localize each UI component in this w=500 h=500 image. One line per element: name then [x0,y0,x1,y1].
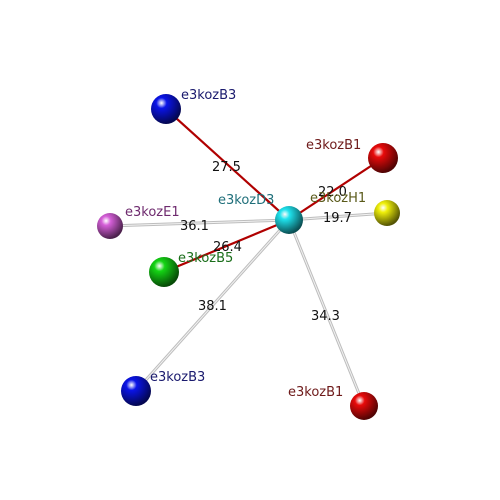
atoms-layer [97,94,400,420]
distance-label-b5: 26.4 [213,240,242,255]
atom-label-center: e3kozD3 [218,193,274,208]
atom-e1 [97,213,123,239]
atom-b3-bot [121,376,151,406]
bonds-layer [109,108,388,407]
atom-b1-top [368,143,398,173]
distance-label-b1-top: 22.0 [318,185,347,200]
distance-label-b1-bot: 34.3 [311,309,340,324]
bond-b3-bot [134,218,291,393]
atom-label-e1: e3kozE1 [125,205,180,220]
atom-label-b3-top: e3kozB3 [181,88,236,103]
distance-label-e1: 36.1 [180,219,209,234]
bond-b5 [163,218,290,274]
distance-label-h1: 19.7 [323,211,352,226]
atom-label-b1-top: e3kozB1 [306,138,361,153]
atom-label-b1-bot: e3kozB1 [288,385,343,400]
atom-h1 [374,200,400,226]
atom-label-b5: e3kozB5 [178,251,233,266]
bond-e1 [109,218,290,228]
bond-b1-top [288,157,384,221]
bond-h1 [288,211,388,222]
atom-b5 [149,257,179,287]
atom-b3-top [151,94,181,124]
atom-label-h1: e3kozH1 [310,191,366,206]
atom-center-e3kozD3 [275,206,303,234]
atom-b1-bot [350,392,378,420]
bond-b3-top [165,108,290,221]
distance-label-b3-bot: 38.1 [198,299,227,314]
bond-b1-bot [287,219,366,407]
atom-label-b3-bot: e3kozB3 [150,370,205,385]
distance-label-b3-top: 27.5 [212,160,241,175]
